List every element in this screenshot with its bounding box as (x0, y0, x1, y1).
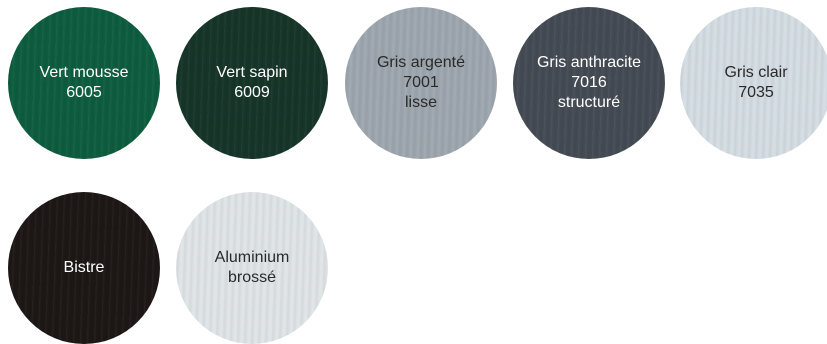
swatch-label-line: Vert sapin (216, 64, 288, 81)
swatch-code: 6005 (66, 84, 102, 101)
swatch-label-line: Gris anthracite (536, 54, 642, 71)
swatch-vert-sapin[interactable]: Vert sapin 6009 (176, 7, 328, 159)
swatch-label-line: Gris clair (724, 64, 788, 81)
swatch-gris-argente[interactable]: Gris argenté 7001 lisse (345, 7, 497, 159)
swatch-label-line: Bistre (63, 259, 105, 276)
swatch-code: 7035 (738, 84, 774, 101)
swatch-bistre[interactable]: Bistre (8, 192, 160, 344)
swatch-code: 6009 (234, 84, 270, 101)
swatch-code: 7016 (571, 74, 607, 91)
swatch-label-line: Aluminium (214, 249, 290, 266)
swatch-code: 7001 (403, 74, 439, 91)
swatch-label-line: Gris argenté (376, 54, 466, 71)
swatch-gris-anthracite[interactable]: Gris anthracite 7016 structuré (513, 7, 665, 159)
swatch-vert-mousse[interactable]: Vert mousse 6005 (8, 7, 160, 159)
swatch-finish: lisse (404, 94, 437, 111)
swatch-finish: brossé (227, 269, 277, 286)
swatch-finish: structuré (557, 94, 621, 111)
swatch-aluminium-brosse[interactable]: Aluminium brossé (176, 192, 328, 344)
swatch-gris-clair[interactable]: Gris clair 7035 (680, 7, 827, 159)
swatch-label-line: Vert mousse (39, 64, 129, 81)
